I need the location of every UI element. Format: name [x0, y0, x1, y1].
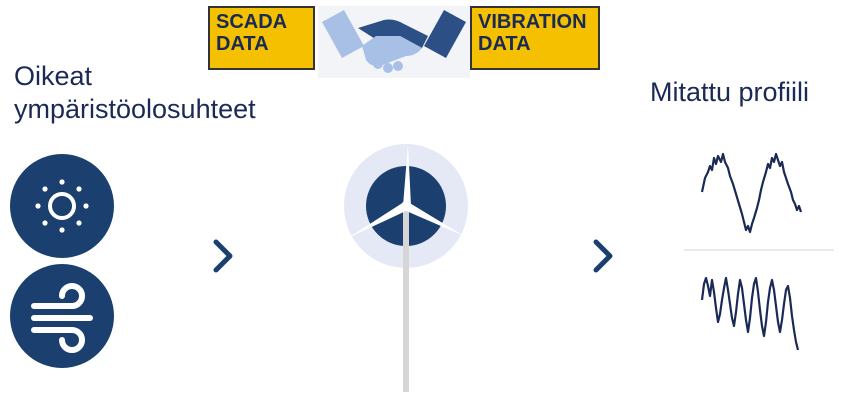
- chevron-right-icon: [213, 239, 233, 273]
- vibration-data-box: VIBRATION DATA: [470, 6, 600, 70]
- scada-line2: DATA: [216, 33, 269, 55]
- handshake-icon: [318, 6, 470, 78]
- scada-line1: SCADA: [216, 11, 288, 33]
- wind-icon: [10, 264, 114, 368]
- wind-turbine-icon: [344, 144, 468, 392]
- env-title-line1: Oikeat: [14, 61, 93, 91]
- measured-profile-title: Mitattu profiili: [650, 77, 810, 107]
- waveform-icon: [700, 152, 803, 234]
- vibration-line2: DATA: [478, 33, 531, 55]
- env-conditions-title: Oikeat ympäristöolosuhteet: [14, 60, 256, 126]
- env-title-line2: ympäristöolosuhteet: [14, 94, 256, 124]
- profile-divider: [684, 249, 834, 251]
- sun-icon: [10, 154, 114, 258]
- chevron-right-icon: [593, 239, 613, 273]
- waveform-icon: [700, 276, 800, 351]
- scada-data-box: SCADA DATA: [208, 6, 315, 70]
- vibration-line1: VIBRATION: [478, 11, 587, 33]
